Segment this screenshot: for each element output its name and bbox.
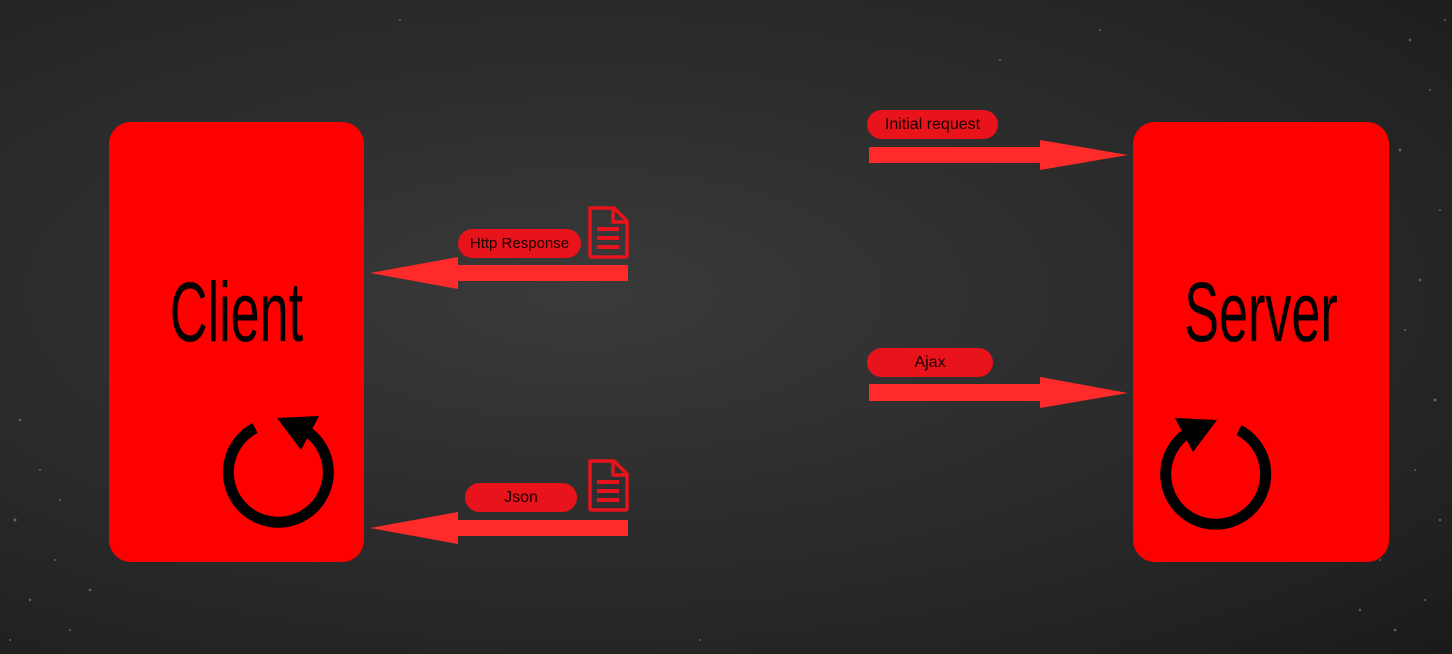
ajax-arrow <box>869 377 1128 408</box>
refresh-cycle-icon <box>1160 418 1272 530</box>
client-title: Client <box>169 265 304 359</box>
document-icon <box>588 206 629 259</box>
server-title: Server <box>1184 265 1338 359</box>
initial-request-arrow <box>869 140 1128 170</box>
http-response-label: Http Response <box>458 229 581 258</box>
json-arrow <box>370 512 628 544</box>
json-label: Json <box>465 483 577 512</box>
refresh-cycle-icon <box>222 416 334 528</box>
http-response-arrow <box>370 257 628 289</box>
document-icon <box>588 459 629 512</box>
client-node: Client <box>109 122 364 562</box>
ajax-label: Ajax <box>867 348 993 377</box>
initial-request-label: Initial request <box>867 110 998 139</box>
server-node: Server <box>1133 122 1389 562</box>
